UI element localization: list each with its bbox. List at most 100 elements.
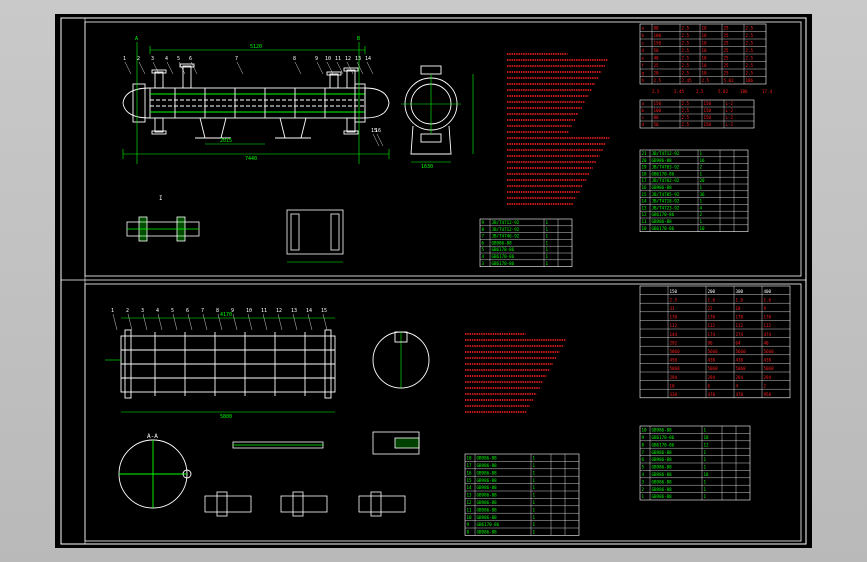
pipe-table-cell: 2.5 <box>682 115 690 120</box>
leader-number: 8 <box>216 308 219 314</box>
parts-right-cell: 20 <box>642 158 648 163</box>
technical-notes-bottom <box>465 333 567 413</box>
leader-line <box>322 313 328 331</box>
parts-br-cell: 1 <box>704 487 707 492</box>
leader-number: 10 <box>325 56 331 62</box>
data-table-cell: 430 <box>764 358 772 363</box>
nozzle-table-cell: 25 <box>724 56 730 61</box>
leader-line <box>346 61 354 75</box>
leader-line <box>236 61 244 75</box>
data-table-cell: 950 <box>764 392 772 397</box>
leader-number: 3 <box>141 308 144 314</box>
parts-right-cell: 15 <box>642 192 648 197</box>
leader-number: 1 <box>123 56 126 62</box>
nozzle-summary-cell: 5.02 <box>718 89 729 94</box>
leader-number: 5 <box>177 56 180 62</box>
nozzle-table-cell: 2.5 <box>746 48 754 53</box>
parts-right-cell: JB/T4712-92 <box>652 151 680 156</box>
parts-topleft-cell: 1 <box>546 220 549 225</box>
leader-line <box>217 313 223 331</box>
nozzle-table-cell: g <box>642 71 645 76</box>
pipe-table-cell: 150 <box>704 115 712 120</box>
data-table-cell: 200 <box>708 289 716 294</box>
data-table-cell: 22 <box>708 306 714 311</box>
parts-right-cell: 1 <box>700 199 703 204</box>
parts-right-cell: 18 <box>642 171 648 176</box>
data-table-cell: 5660 <box>764 349 775 354</box>
leader-number: 6 <box>186 308 189 314</box>
nozzle-table-cell: 10 <box>702 71 708 76</box>
parts-right-cell: 4 <box>700 205 703 210</box>
leader-number: 13 <box>291 308 297 314</box>
parts-bl-cell: 11 <box>467 507 473 512</box>
leader-number: 2 <box>126 308 129 314</box>
data-table-cell: 96 <box>708 340 714 345</box>
data-table-cell: 170 <box>736 315 744 320</box>
pipe-table-cell: 150 <box>654 101 662 106</box>
parts-br-cell: GB986-88 <box>652 479 673 484</box>
leader-line <box>294 61 302 75</box>
parts-bl-cell: 16 <box>467 470 473 475</box>
parts-br-cell: 2 <box>642 487 645 492</box>
pipe-table-cell: 100 <box>654 108 662 113</box>
parts-topleft-cell: JB/T4712-92 <box>492 220 520 225</box>
parts-topleft-cell: 1 <box>546 261 549 266</box>
data-table-cell: 112 <box>736 323 744 328</box>
leader-number: 11 <box>335 56 341 62</box>
parts-topleft-cell: 7 <box>482 234 485 239</box>
nozzle-table-cell: 25 <box>724 26 730 31</box>
nozzle-table-cell: 10 <box>702 56 708 61</box>
pipe-table-cell: b <box>642 108 645 113</box>
top-sheet-border <box>84 21 802 277</box>
leader-number: 12 <box>276 308 282 314</box>
parts-br-cell: 7 <box>642 450 645 455</box>
data-table-cell: 292 <box>670 340 678 345</box>
data-table-cell: 330 <box>670 392 678 397</box>
parts-right-cell: 16 <box>700 158 706 163</box>
data-table-cell: 6 <box>708 383 711 388</box>
data-table-cell: 1.6 <box>708 297 716 302</box>
pipe-table-cell: L-2 <box>726 108 734 113</box>
parts-br-cell: 6 <box>642 457 645 462</box>
parts-right-cell: 13 <box>642 205 648 210</box>
parts-right-cell: 1 <box>700 219 703 224</box>
parts-topleft-cell: JB/T4712-92 <box>492 227 520 232</box>
nozzle-table-cell: 2.45 <box>682 78 693 83</box>
parts-br-cell: GB986-88 <box>652 465 673 470</box>
data-table-cell: 5068 <box>736 366 747 371</box>
nozzle-table-cell: 25 <box>724 41 730 46</box>
leader-line <box>366 61 374 75</box>
tube-bundle <box>120 329 336 399</box>
nozzle-table-cell: 2.5 <box>682 26 690 31</box>
data-table-cell: 430 <box>736 358 744 363</box>
data-table-cell: 294 <box>736 375 744 380</box>
parts-topleft-cell: 1 <box>546 240 549 245</box>
parts-bl-cell: 1 <box>533 456 536 461</box>
detail-aa <box>118 439 192 509</box>
parts-br-cell: 1 <box>704 465 707 470</box>
pipe-table-cell: 150 <box>704 122 712 127</box>
cad-drawing: 7440 5120 2015 A B 123456789101112131415… <box>60 17 807 545</box>
pipe-table-cell: L-2 <box>726 101 734 106</box>
parts-right-cell: 1 <box>700 185 703 190</box>
data-table-cell: 5068 <box>708 366 719 371</box>
leader-line <box>187 313 193 331</box>
nozzle-table-cell: 2.5 <box>746 56 754 61</box>
parts-br-cell: 4 <box>642 472 645 477</box>
dim-partial: 2015 <box>220 138 232 144</box>
parts-bl-cell: GB986-88 <box>477 493 498 498</box>
nozzle-table-cell: 20 <box>654 71 660 76</box>
nozzle-table-cell: b <box>642 33 645 38</box>
leader-number: 8 <box>293 56 296 62</box>
leader-number: 13 <box>355 56 361 62</box>
parts-topleft-cell: GB6170-86 <box>492 254 515 259</box>
parts-right-cell: 10 <box>700 226 706 231</box>
data-table-cell: 112 <box>670 323 678 328</box>
nozzle-table-cell: 2.5 <box>682 33 690 38</box>
parts-right-cell: GB6170-86 <box>652 212 675 217</box>
nozzle-table-cell: 100 <box>654 33 662 38</box>
